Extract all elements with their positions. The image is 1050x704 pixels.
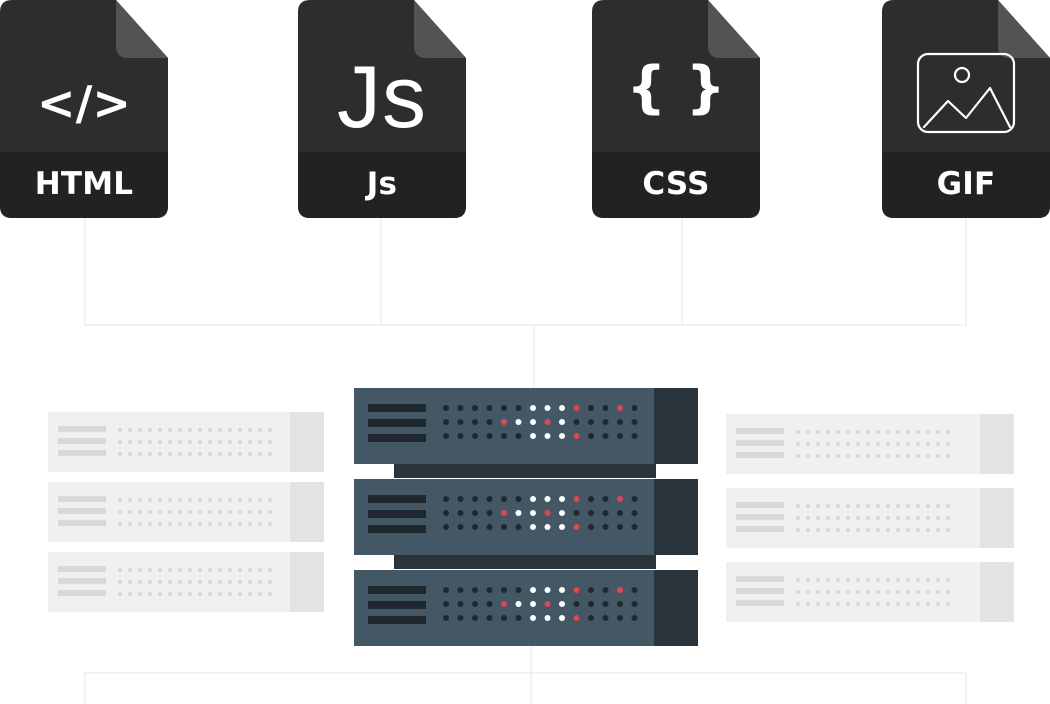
server-connector-2 (394, 555, 656, 569)
ghost-server-left-3 (48, 552, 324, 612)
connector-bottom-center (530, 646, 532, 704)
server-unit-2 (354, 479, 698, 555)
connector-js-vertical (380, 218, 382, 326)
server-connector-1 (394, 464, 656, 478)
html-file-shape (0, 0, 168, 218)
connector-css-vertical (681, 218, 683, 326)
connector-horizontal-bottom (84, 672, 967, 674)
gif-file-shape (882, 0, 1050, 218)
server-unit-3 (354, 570, 698, 646)
ghost-server-right-2 (726, 488, 1014, 548)
server-unit-1 (354, 388, 698, 464)
js-file-shape (298, 0, 466, 218)
connector-gif-vertical (965, 218, 967, 326)
connector-horizontal-top (84, 324, 967, 326)
ghost-server-right-3 (726, 562, 1014, 622)
ghost-server-left-1 (48, 412, 324, 472)
ghost-server-left-2 (48, 482, 324, 542)
html-file-icon: </> HTML (0, 0, 168, 218)
connector-bottom-left (84, 674, 86, 704)
js-file-icon: Js Js (298, 0, 466, 218)
connector-to-servers (533, 326, 535, 388)
css-file-icon: { } CSS (592, 0, 760, 218)
gif-file-icon: GIF (882, 0, 1050, 218)
image-picture-icon (916, 52, 1016, 134)
css-file-shape (592, 0, 760, 218)
connector-html-vertical (84, 218, 86, 326)
connector-bottom-right (965, 674, 967, 704)
ghost-server-right-1 (726, 414, 1014, 474)
